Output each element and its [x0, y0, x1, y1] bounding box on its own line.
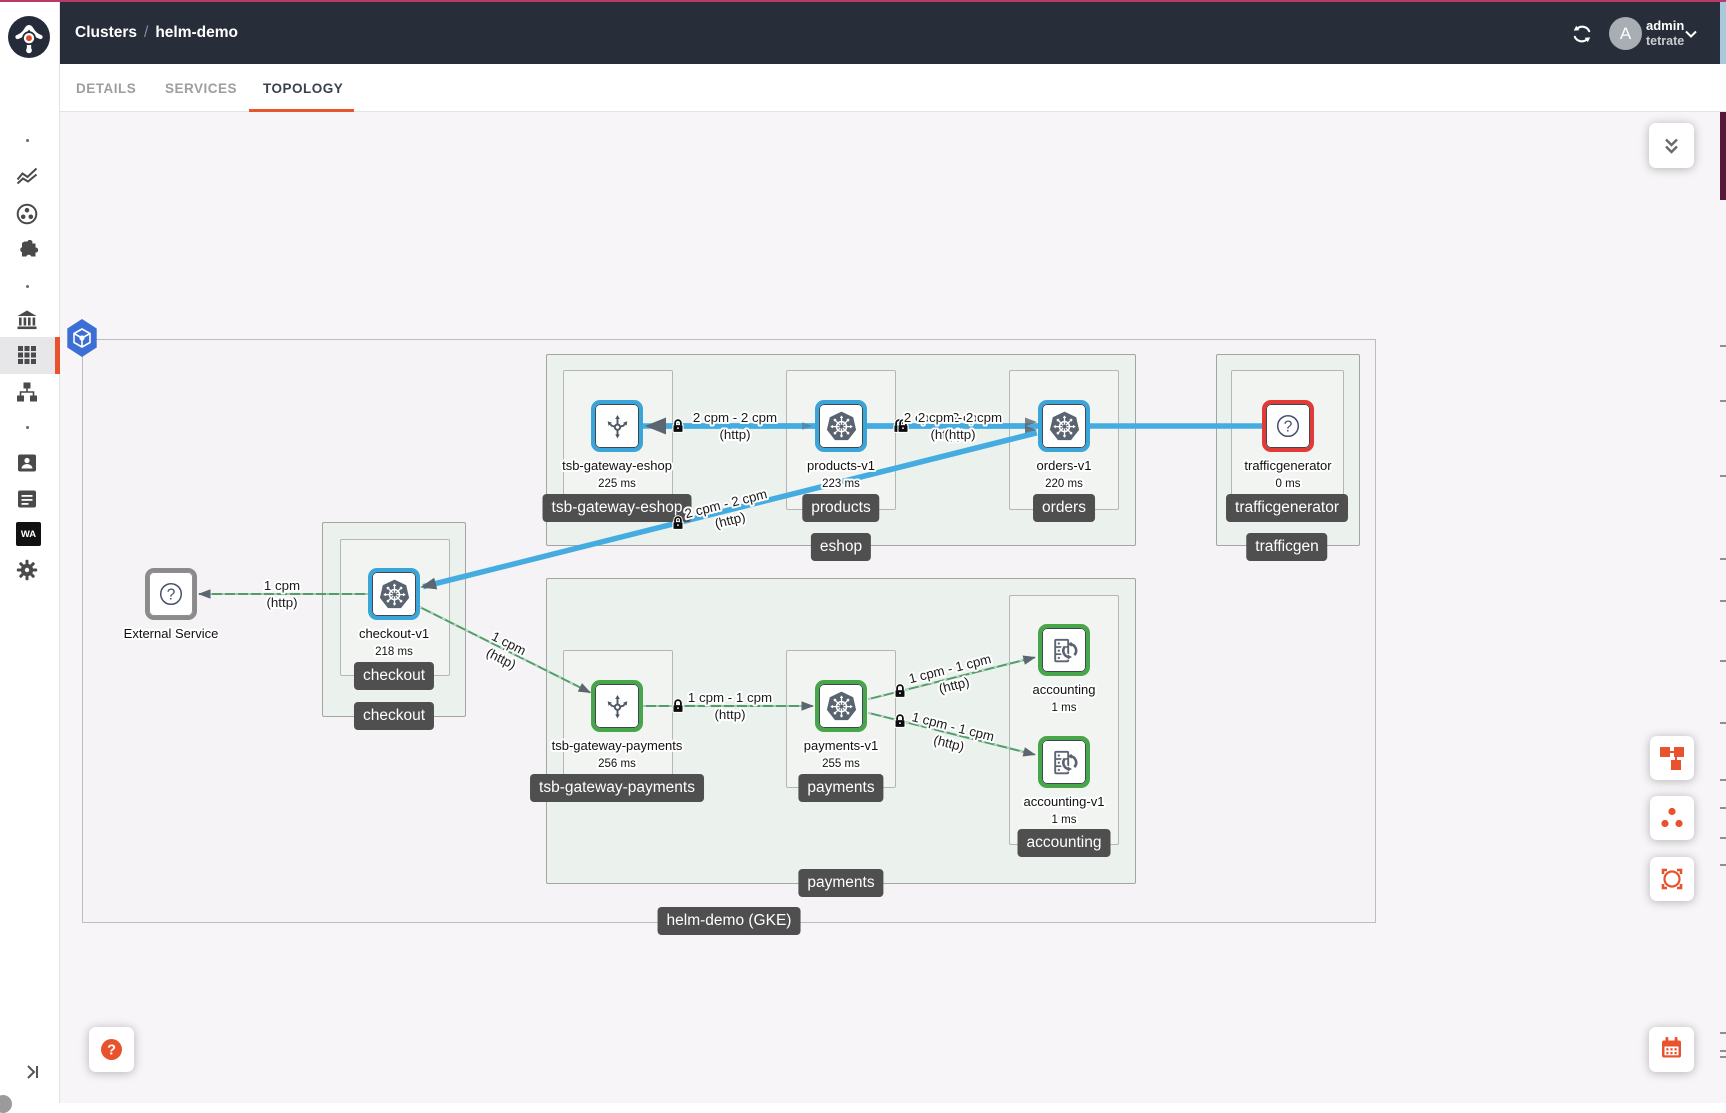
svg-text:checkout-v1: checkout-v1 — [359, 626, 429, 641]
svg-text:?: ? — [107, 1043, 116, 1059]
svg-text:223 ms: 223 ms — [822, 478, 860, 490]
svg-text:trafficgenerator: trafficgenerator — [1244, 458, 1332, 473]
svg-text:products-v1: products-v1 — [807, 458, 875, 473]
svg-text:256 ms: 256 ms — [598, 758, 636, 770]
svg-text:?: ? — [1284, 419, 1293, 436]
svg-text:1 cpm - 1 cpm: 1 cpm - 1 cpm — [688, 690, 772, 705]
svg-text:2 cpm - 2 cpm: 2 cpm - 2 cpm — [918, 410, 1002, 425]
svg-text:tsb-gateway-eshop: tsb-gateway-eshop — [562, 458, 672, 473]
svg-text:(http): (http) — [930, 427, 961, 442]
svg-text:218 ms: 218 ms — [375, 646, 413, 658]
svg-text:1 ms: 1 ms — [1052, 814, 1077, 826]
svg-text:accounting: accounting — [1033, 682, 1096, 697]
svg-text:External Service: External Service — [124, 626, 219, 641]
svg-text:accounting-v1: accounting-v1 — [1024, 794, 1105, 809]
svg-text:payments-v1: payments-v1 — [804, 738, 878, 753]
svg-text:1 ms: 1 ms — [1052, 702, 1077, 714]
svg-text:(http): (http) — [714, 707, 745, 722]
svg-text:tsb-gateway-payments: tsb-gateway-payments — [552, 738, 683, 753]
svg-text:220 ms: 220 ms — [1045, 478, 1083, 490]
svg-text:(http): (http) — [719, 427, 750, 442]
svg-text:0 ms: 0 ms — [1276, 478, 1301, 490]
svg-text:2 cpm - 2 cpm: 2 cpm - 2 cpm — [904, 410, 988, 425]
svg-text:(http): (http) — [944, 427, 975, 442]
svg-text:?: ? — [167, 587, 176, 604]
svg-text:2 cpm - 2 cpm: 2 cpm - 2 cpm — [693, 410, 777, 425]
svg-text:225 ms: 225 ms — [598, 478, 636, 490]
svg-text:255 ms: 255 ms — [822, 758, 860, 770]
svg-text:(http): (http) — [266, 595, 297, 610]
svg-text:orders-v1: orders-v1 — [1037, 458, 1092, 473]
svg-text:1 cpm: 1 cpm — [264, 578, 300, 593]
